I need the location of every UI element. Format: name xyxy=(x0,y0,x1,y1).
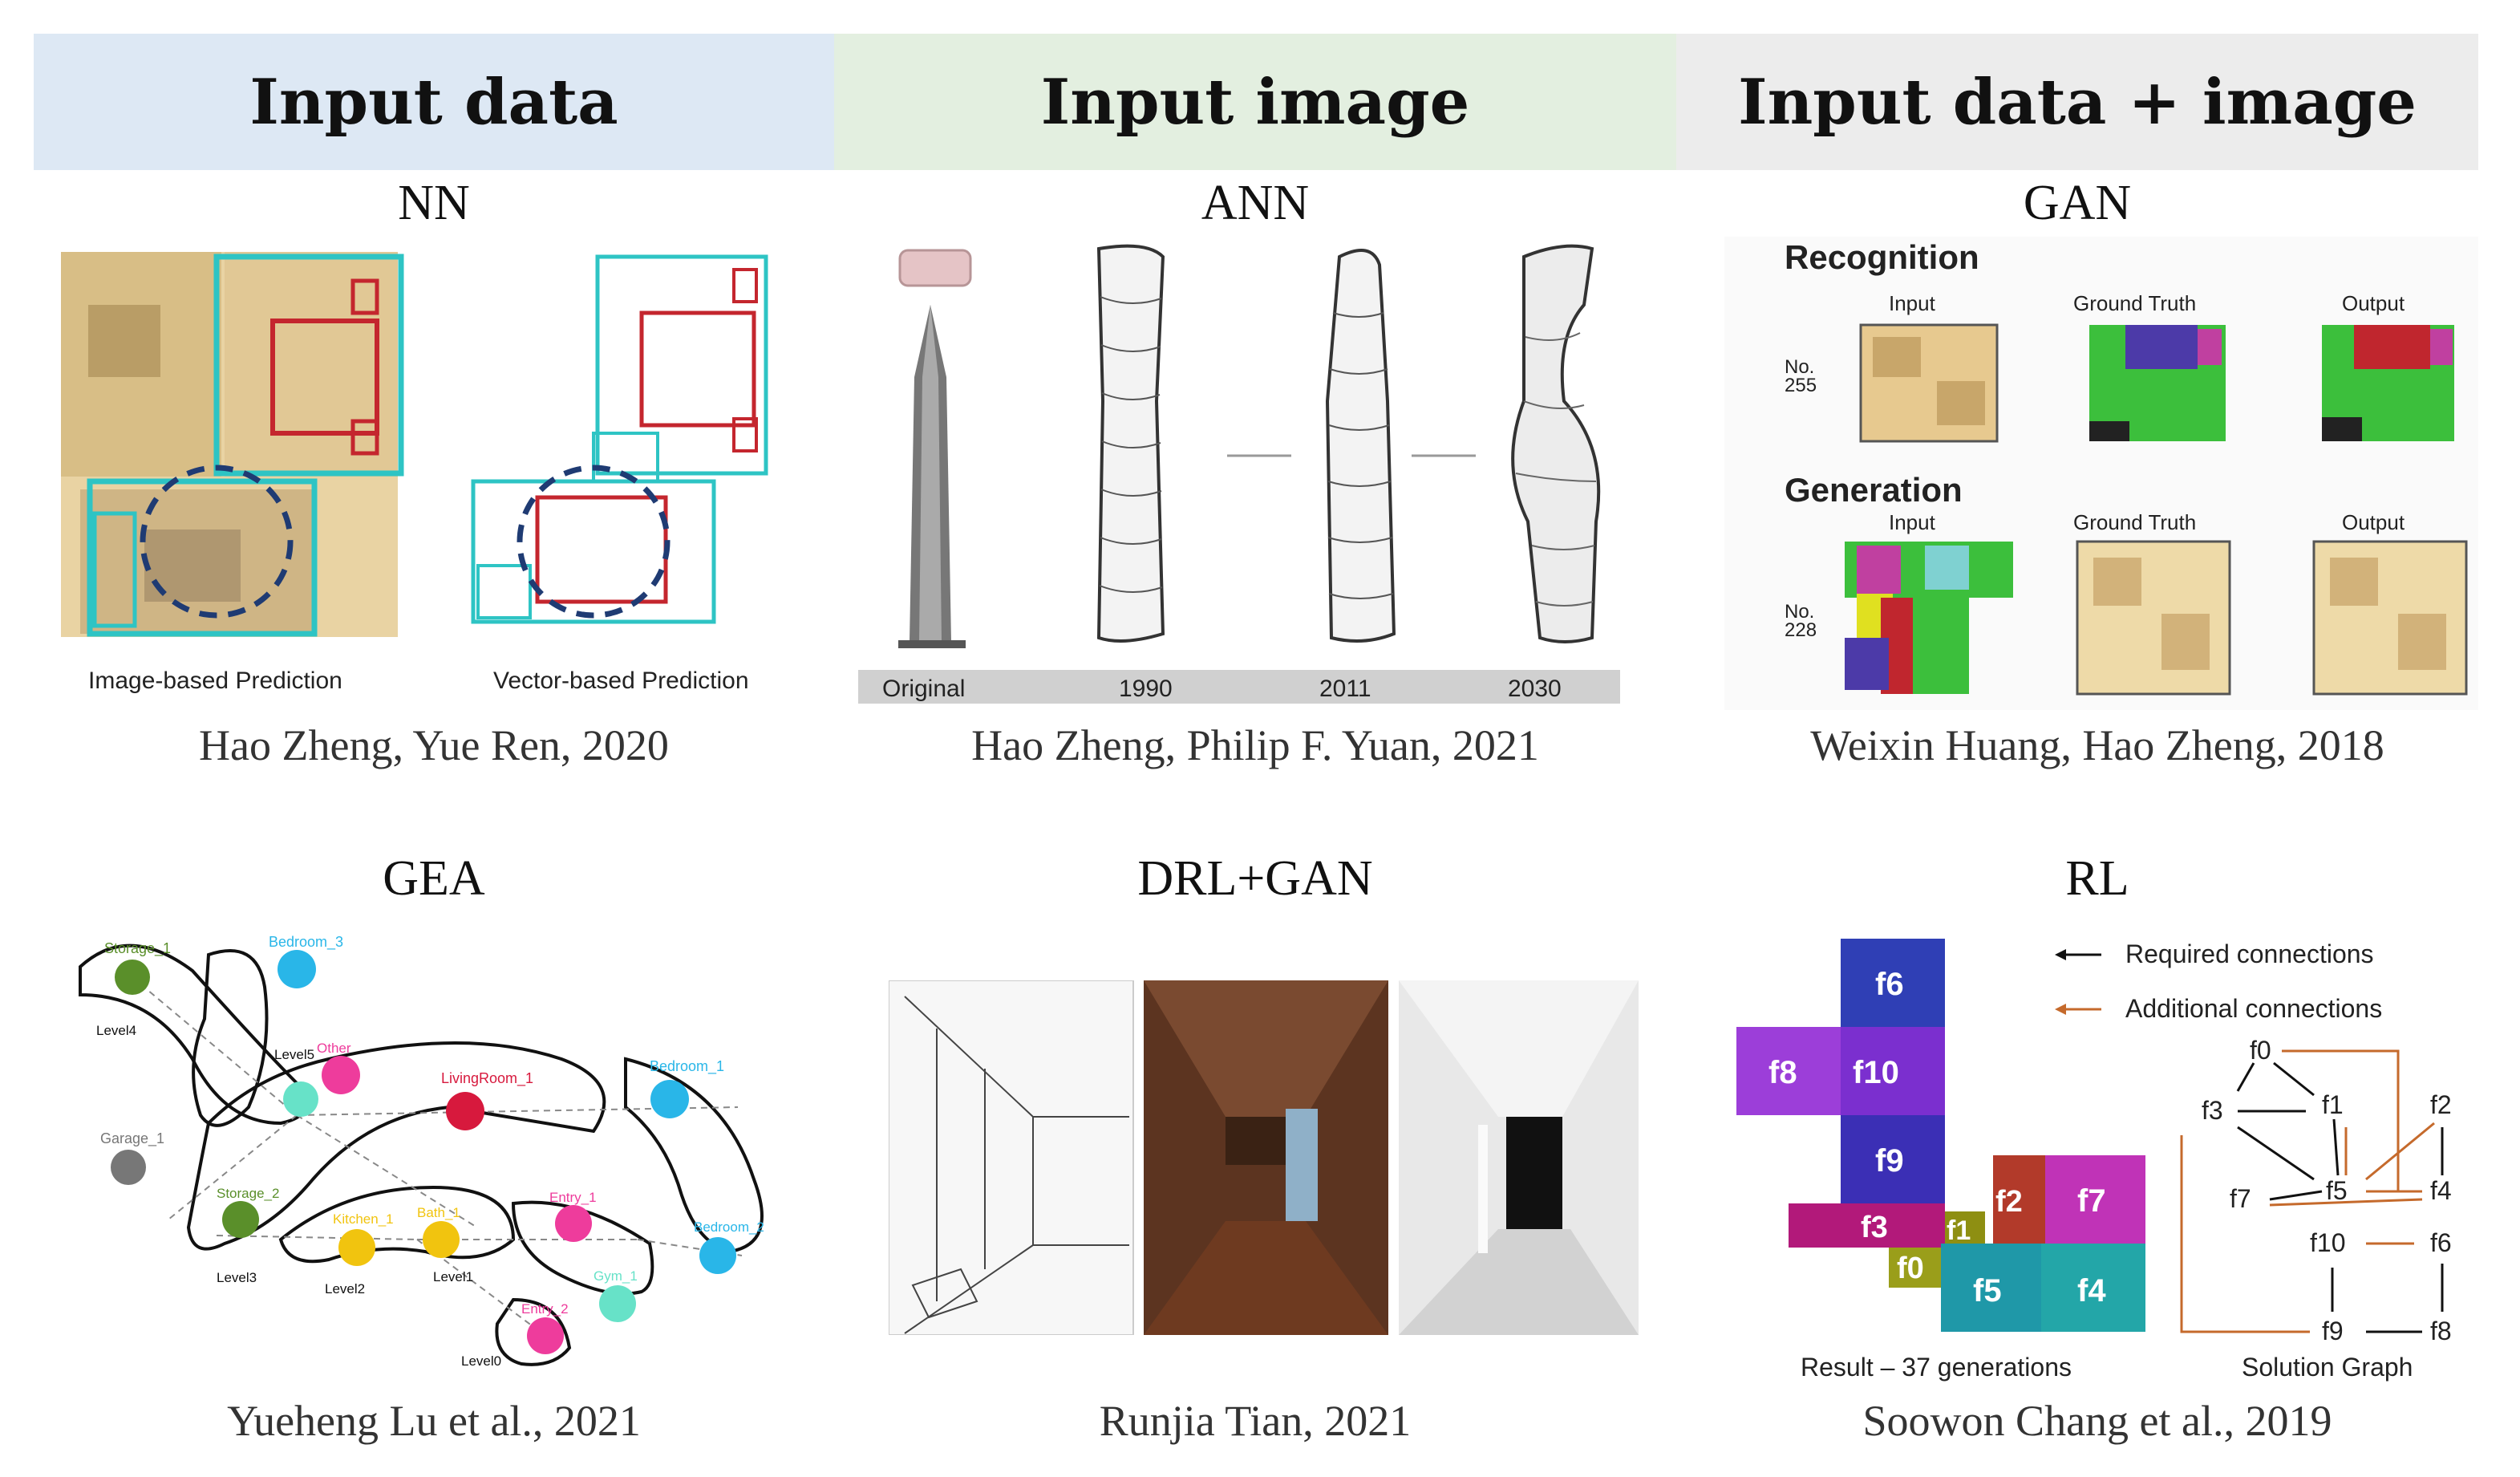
method-rl: RL xyxy=(2065,851,2129,906)
svg-text:f9: f9 xyxy=(1875,1143,1904,1179)
svg-text:f3: f3 xyxy=(2202,1096,2223,1125)
svg-text:Kitchen_1: Kitchen_1 xyxy=(333,1211,394,1227)
svg-text:No.: No. xyxy=(1785,356,1814,378)
svg-text:Ground Truth: Ground Truth xyxy=(2073,291,2196,315)
svg-text:Level3: Level3 xyxy=(217,1270,257,1285)
svg-text:Additional connections: Additional connections xyxy=(2125,994,2382,1023)
svg-text:f3: f3 xyxy=(1861,1211,1888,1244)
block-f5 xyxy=(1941,1244,2041,1332)
svg-text:Original: Original xyxy=(882,676,965,702)
svg-text:228: 228 xyxy=(1785,619,1817,641)
svg-text:Output: Output xyxy=(2342,510,2405,534)
drl-sketch xyxy=(889,980,1134,1335)
svg-text:Ground Truth: Ground Truth xyxy=(2073,510,2196,534)
method-drl-gan: DRL+GAN xyxy=(1137,851,1373,906)
svg-text:Level2: Level2 xyxy=(325,1281,365,1296)
svg-text:No.: No. xyxy=(1785,601,1814,623)
svg-text:Level5: Level5 xyxy=(274,1047,314,1062)
svg-text:Garage_1: Garage_1 xyxy=(100,1130,164,1147)
svg-text:f6: f6 xyxy=(2430,1228,2452,1257)
svg-text:Entry_1: Entry_1 xyxy=(549,1190,597,1205)
method-ann: ANN xyxy=(1201,176,1310,230)
header-input-image: Input image xyxy=(834,34,1676,170)
svg-text:Level0: Level0 xyxy=(461,1353,501,1369)
svg-text:Input: Input xyxy=(1889,291,1936,315)
svg-text:f2: f2 xyxy=(1995,1185,2023,1219)
block-f4 xyxy=(2041,1244,2145,1332)
svg-text:Generation: Generation xyxy=(1785,471,1963,509)
block-f1 xyxy=(1945,1211,1985,1244)
svg-text:Level1: Level1 xyxy=(433,1269,473,1284)
method-gan: GAN xyxy=(2023,176,2132,230)
citation-drl: Runjia Tian, 2021 xyxy=(1099,1397,1412,1445)
svg-text:Other: Other xyxy=(317,1041,351,1056)
block-f2 xyxy=(1993,1155,2045,1244)
nn-label-left: Image-based Prediction xyxy=(88,667,342,694)
nn-figure: Image-based Prediction Vector-based Pred… xyxy=(56,241,794,706)
svg-text:f8: f8 xyxy=(2430,1317,2452,1345)
svg-text:f1: f1 xyxy=(1947,1215,1971,1246)
block-f0 xyxy=(1889,1248,1949,1288)
ann-form-2030 xyxy=(1511,244,1601,643)
block-f6 xyxy=(1841,939,1945,1027)
ann-form-2011 xyxy=(1325,249,1396,643)
block-f7 xyxy=(2045,1155,2145,1244)
svg-text:LivingRoom_1: LivingRoom_1 xyxy=(441,1070,533,1087)
svg-text:255: 255 xyxy=(1785,375,1817,396)
svg-text:Required connections: Required connections xyxy=(2125,939,2374,968)
gea-figure: Storage_1 Bedroom_3 Level4 Level5 Other … xyxy=(64,923,802,1388)
svg-text:Recognition: Recognition xyxy=(1785,238,1979,276)
svg-text:2030: 2030 xyxy=(1508,676,1562,702)
citation-ann: Hao Zheng, Philip F. Yuan, 2021 xyxy=(971,721,1539,769)
svg-text:Bath_1: Bath_1 xyxy=(417,1205,460,1220)
citation-gea: Yueheng Lu et al., 2021 xyxy=(227,1397,641,1445)
svg-text:2011: 2011 xyxy=(1319,676,1371,702)
nn-label-right: Vector-based Prediction xyxy=(493,667,749,694)
svg-text:f4: f4 xyxy=(2077,1273,2106,1309)
rl-figure: f6 f8 f10 f9 f2 f7 f3 f1 f0 f5 f4 Result… xyxy=(1724,923,2494,1396)
method-gea: GEA xyxy=(383,851,485,906)
citation-gan: Weixin Huang, Hao Zheng, 2018 xyxy=(1810,721,2384,769)
svg-text:f5: f5 xyxy=(2326,1176,2348,1205)
drl-figure xyxy=(889,980,1639,1335)
svg-text:Input: Input xyxy=(1889,510,1936,534)
block-f8 xyxy=(1736,1027,1841,1115)
block-f10 xyxy=(1841,1027,1945,1115)
svg-text:f10: f10 xyxy=(1853,1055,1899,1090)
svg-text:f4: f4 xyxy=(2430,1176,2452,1205)
svg-text:Bedroom_1: Bedroom_1 xyxy=(650,1058,724,1075)
citation-rl: Soowon Chang et al., 2019 xyxy=(1862,1397,2332,1445)
svg-text:f5: f5 xyxy=(1973,1273,2002,1309)
svg-text:Storage_2: Storage_2 xyxy=(217,1186,279,1201)
svg-text:1990: 1990 xyxy=(1119,676,1173,702)
svg-text:Output: Output xyxy=(2342,291,2405,315)
svg-text:f2: f2 xyxy=(2430,1090,2452,1119)
svg-text:f8: f8 xyxy=(1768,1055,1797,1090)
svg-text:Bedroom_2: Bedroom_2 xyxy=(694,1219,764,1235)
block-f9 xyxy=(1841,1115,1945,1203)
svg-text:f9: f9 xyxy=(2322,1317,2344,1345)
svg-text:f0: f0 xyxy=(2250,1036,2271,1065)
svg-text:f7: f7 xyxy=(2230,1184,2251,1213)
svg-text:f6: f6 xyxy=(1875,967,1904,1002)
header-input-data: Input data xyxy=(34,34,834,170)
citation-nn: Hao Zheng, Yue Ren, 2020 xyxy=(199,721,669,769)
svg-text:f1: f1 xyxy=(2322,1090,2344,1119)
svg-text:Storage_1: Storage_1 xyxy=(104,940,171,957)
header-input-data-image: Input data + image xyxy=(1676,34,2478,170)
svg-text:Solution Graph: Solution Graph xyxy=(2242,1353,2413,1382)
svg-text:Bedroom_3: Bedroom_3 xyxy=(269,934,343,951)
svg-text:Result – 37 generations: Result – 37 generations xyxy=(1801,1353,2072,1382)
ann-label-bar xyxy=(858,670,1620,704)
svg-text:Level4: Level4 xyxy=(96,1023,136,1038)
svg-text:f7: f7 xyxy=(2077,1183,2106,1219)
block-f3 xyxy=(1789,1203,1945,1248)
ann-figure: Original 1990 2011 2030 xyxy=(858,241,1628,714)
svg-text:Entry_2: Entry_2 xyxy=(521,1301,569,1317)
gan-figure: Recognition Input Ground Truth Output No… xyxy=(1724,237,2478,710)
svg-text:f0: f0 xyxy=(1897,1252,1924,1285)
svg-text:Gym_1: Gym_1 xyxy=(594,1268,638,1284)
method-nn: NN xyxy=(398,176,470,230)
svg-text:f10: f10 xyxy=(2310,1228,2345,1257)
